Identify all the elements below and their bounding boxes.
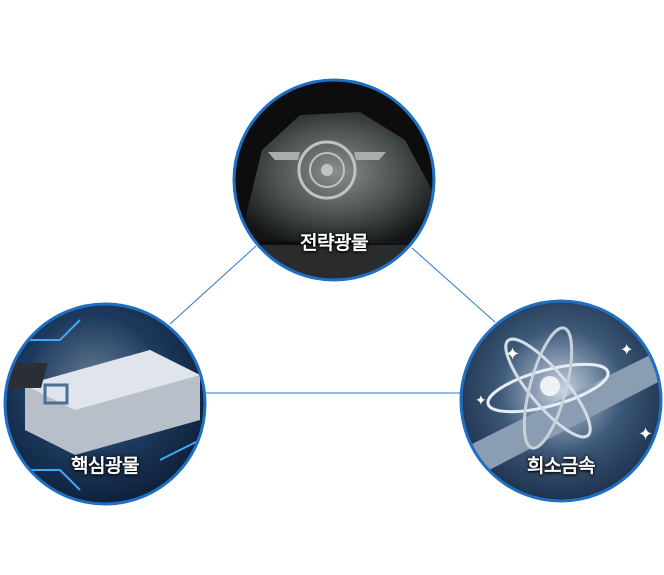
node-label-core-minerals: 핵심광물 [71, 455, 139, 477]
node-label-strategic-minerals: 전략광물 [300, 232, 368, 254]
rock-emblem-image [234, 80, 434, 280]
node-border [3, 302, 207, 506]
svg-text:✦: ✦ [620, 340, 633, 359]
node-border [459, 299, 663, 503]
connector-line [411, 247, 496, 323]
chip-circuit-image [5, 304, 205, 504]
atom-sparkle-image: ✦ ✦ ✦ ✦ [461, 301, 661, 501]
connector-line [169, 245, 257, 325]
svg-text:✦: ✦ [638, 424, 653, 445]
node-label-rare-metals: 희소금속 [527, 455, 595, 477]
node-border [232, 78, 436, 282]
svg-text:✦: ✦ [505, 344, 520, 365]
svg-text:✦: ✦ [475, 393, 487, 409]
